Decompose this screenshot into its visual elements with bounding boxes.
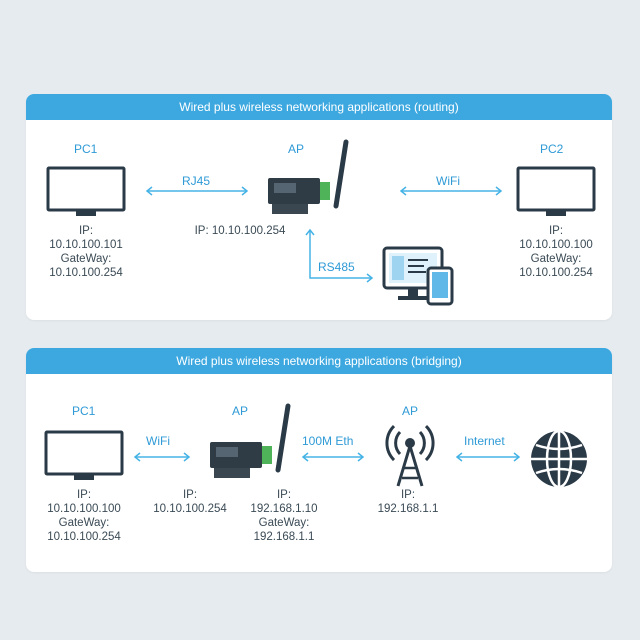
bridging-link-wifi-label: WiFi <box>146 434 170 448</box>
monitor-icon <box>44 430 124 480</box>
routing-pc1-ip: 10.10.100.101 <box>49 239 123 251</box>
routing-pc2-ip-label: IP: <box>548 225 564 237</box>
bridging-pc1-gw-label: GateWay: <box>58 517 110 529</box>
bridging-ap-right-info: IP: 192.168.1.10 GateWay: 192.168.1.1 <box>232 488 336 544</box>
bridging-tower-info: IP: 192.168.1.1 <box>356 488 460 516</box>
double-arrow-icon <box>301 452 365 462</box>
double-arrow-icon <box>399 186 503 196</box>
routing-pc2-gw-label: GateWay: <box>530 253 582 265</box>
globe-icon <box>531 429 587 489</box>
bridging-ap-gw: 192.168.1.1 <box>253 531 315 543</box>
routing-pc2-gw: 10.10.100.254 <box>519 267 593 279</box>
bridging-panel: Wired plus wireless networking applicati… <box>26 348 612 572</box>
gateway-device-icon <box>268 139 349 214</box>
routing-pc2-label: PC2 <box>540 142 564 156</box>
routing-pc2-info: IP: 10.10.100.100 GateWay: 10.10.100.254 <box>504 224 608 280</box>
routing-link-rs485-label: RS485 <box>318 260 355 274</box>
double-arrow-icon <box>145 186 249 196</box>
bridging-pc1-ip-label: IP: <box>76 489 92 501</box>
double-arrow-icon <box>133 452 191 462</box>
bridging-ap-gw-label: GateWay: <box>258 517 310 529</box>
radio-tower-icon <box>385 424 435 487</box>
routing-pc2-ip: 10.10.100.100 <box>519 239 593 251</box>
bridging-ap-ip-right-label: IP: <box>276 489 292 501</box>
routing-panel: Wired plus wireless networking applicati… <box>26 94 612 320</box>
routing-pc1-gw-label: GateWay: <box>60 253 112 265</box>
bridging-pc1-label: PC1 <box>72 404 96 418</box>
bridging-pc1-ip: 10.10.100.100 <box>47 503 121 515</box>
elbow-arrow-icon <box>305 228 374 283</box>
bridging-tower-ip-label: IP: <box>400 489 416 501</box>
double-arrow-icon <box>455 452 521 462</box>
bridging-ap-ip-right: 192.168.1.10 <box>250 503 318 515</box>
bridging-tower-ip: 192.168.1.1 <box>377 503 439 515</box>
routing-pc1-ip-label: IP: <box>78 225 94 237</box>
routing-pc1-info: IP: 10.10.100.101 GateWay: 10.10.100.254 <box>34 224 138 280</box>
bridging-ap-left-info: IP: 10.10.100.254 <box>138 488 242 516</box>
routing-pc1-gw: 10.10.100.254 <box>49 267 123 279</box>
routing-pc1-label: PC1 <box>74 142 98 156</box>
gateway-device-icon <box>210 403 291 478</box>
routing-link-wifi-label: WiFi <box>436 174 460 188</box>
routing-ap-label: AP <box>288 142 305 156</box>
bridging-link-internet-label: Internet <box>464 434 505 448</box>
bridging-pc1-gw: 10.10.100.254 <box>47 531 121 543</box>
bridging-link-eth-label: 100M Eth <box>302 434 354 448</box>
routing-link-rj45-label: RJ45 <box>182 174 211 188</box>
bridging-title: Wired plus wireless networking applicati… <box>26 348 612 374</box>
monitor-icon <box>46 166 126 216</box>
monitor-icon <box>516 166 596 216</box>
bridging-ap-label: AP <box>232 404 249 418</box>
computer-tablet-icon <box>382 246 454 306</box>
routing-ap-ip: IP: 10.10.100.254 <box>194 225 286 237</box>
bridging-pc1-info: IP: 10.10.100.100 GateWay: 10.10.100.254 <box>32 488 136 544</box>
bridging-tower-label: AP <box>402 404 419 418</box>
routing-title: Wired plus wireless networking applicati… <box>26 94 612 120</box>
bridging-ap-ip-left-label: IP: <box>182 489 198 501</box>
bridging-ap-ip-left: 10.10.100.254 <box>153 503 227 515</box>
